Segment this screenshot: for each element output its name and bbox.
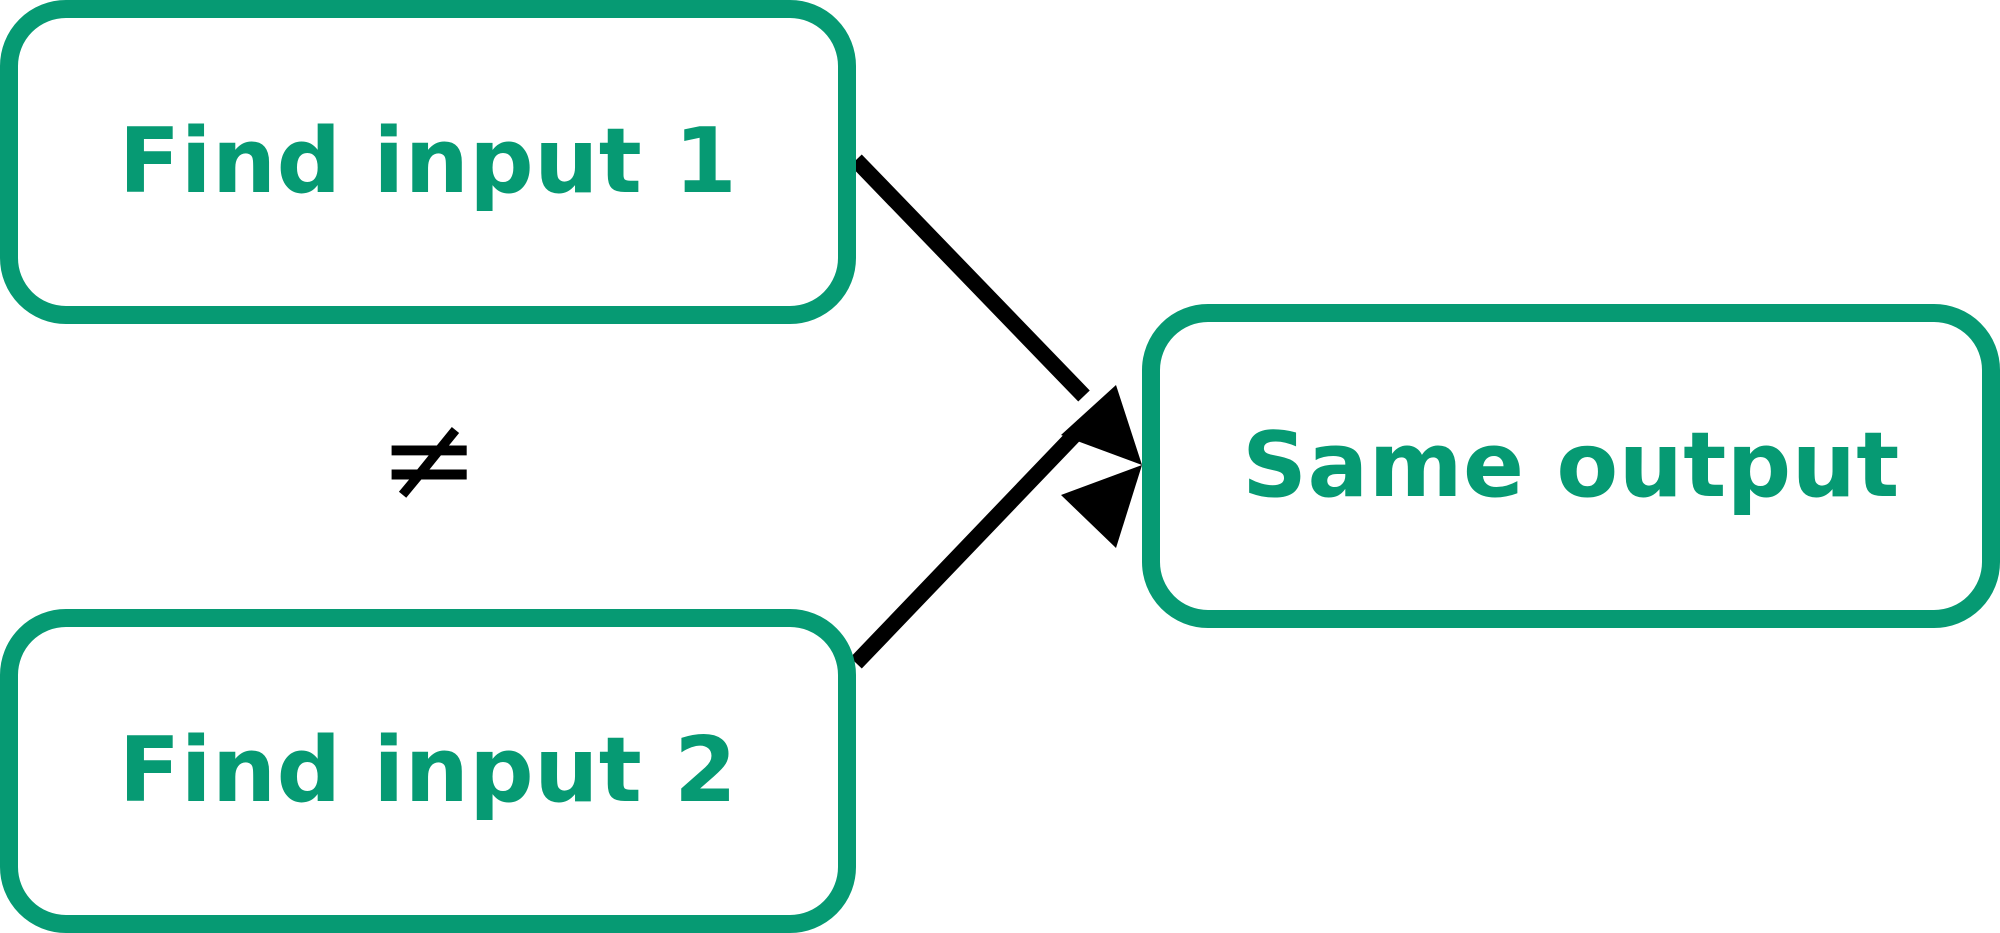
arrowhead-input-1 [1061,385,1142,465]
node-label-input-1: Find input 1 [118,109,738,214]
not-equal-symbol: ≠ [378,390,480,529]
arrowhead-input-2 [1061,465,1142,548]
node-same-output: Same output [1142,304,2000,628]
node-label-output: Same output [1242,413,1900,518]
node-label-input-2: Find input 2 [118,718,738,823]
node-find-input-1: Find input 1 [0,0,856,324]
node-find-input-2: Find input 2 [0,609,856,933]
edge-input-2-to-output [850,419,1090,669]
edge-input-1-to-output [850,154,1090,402]
